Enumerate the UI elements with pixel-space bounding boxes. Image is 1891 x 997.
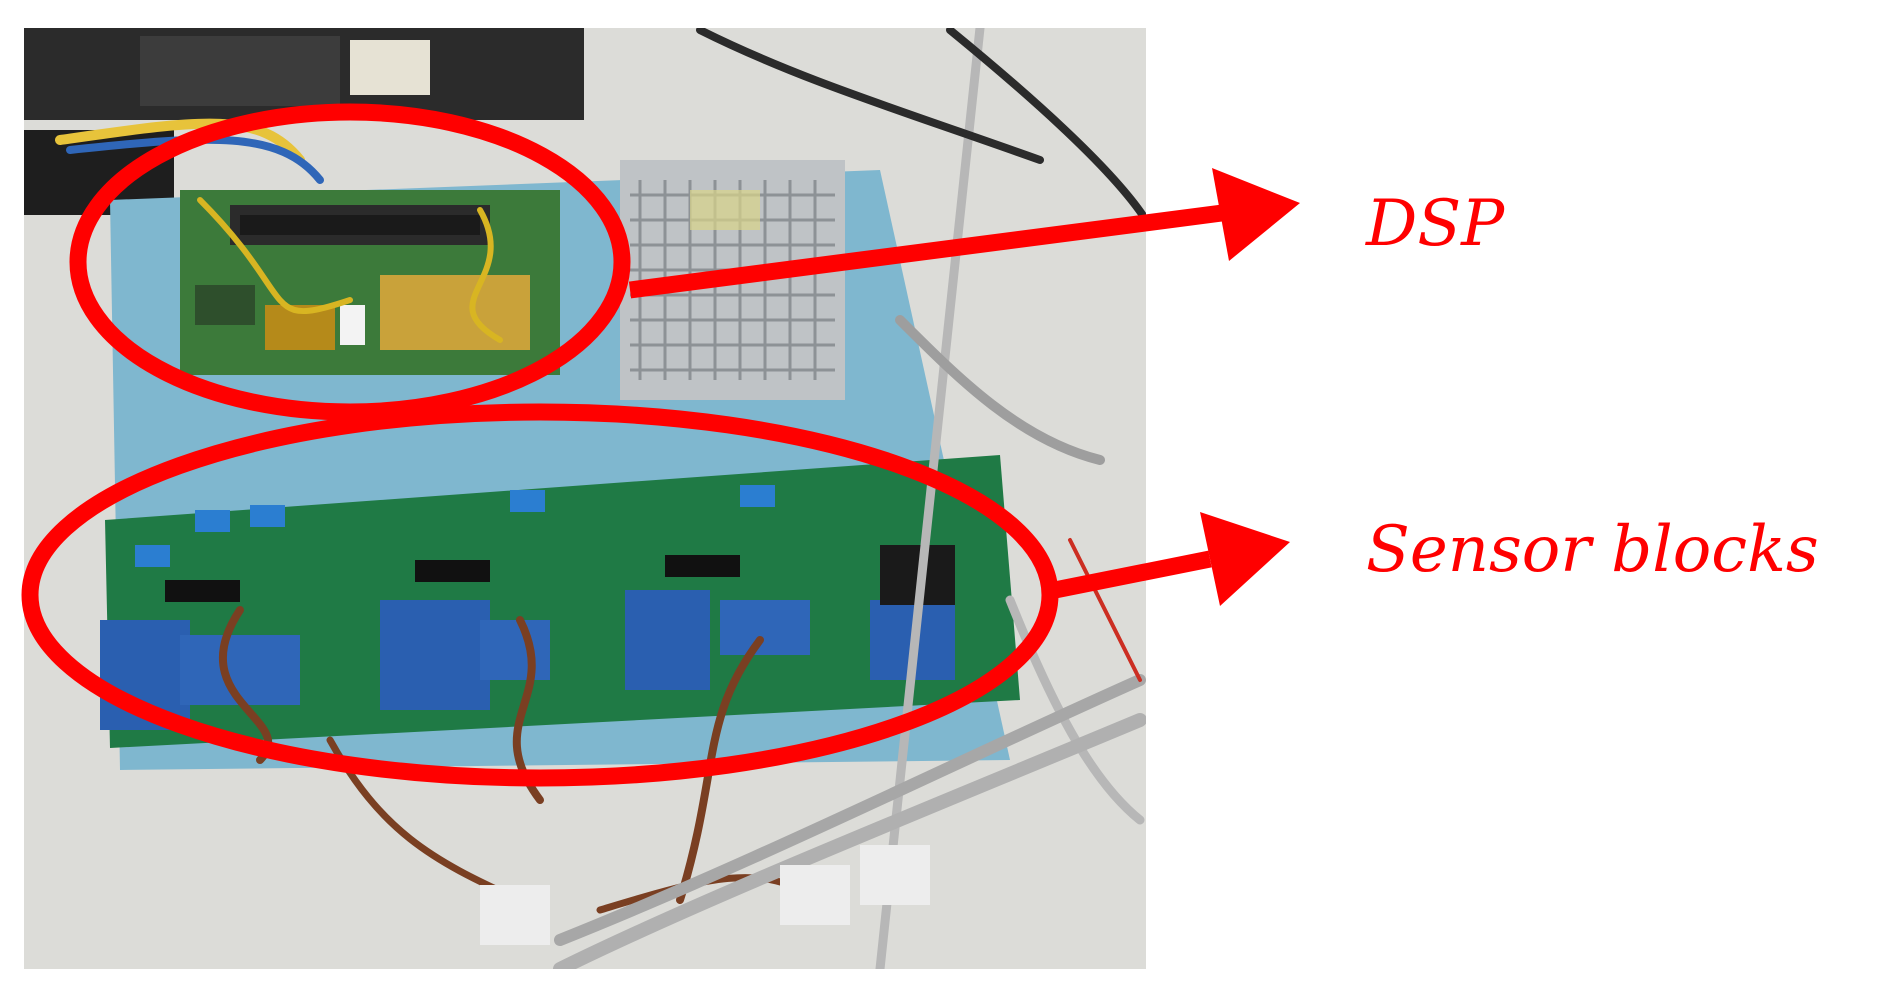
dsp-label: DSP xyxy=(1366,187,1505,261)
arrow-right-icon xyxy=(628,168,1300,299)
sensor-blocks-highlight-ellipse xyxy=(21,403,1059,787)
terminal-blocks xyxy=(480,845,930,945)
sensor-blocks-label: Sensor blocks xyxy=(1366,513,1819,587)
dsp-highlight-ellipse xyxy=(69,103,631,421)
sensor-pcb xyxy=(100,455,1020,748)
dsp-board xyxy=(180,190,560,375)
arrow-right-icon xyxy=(1053,512,1290,606)
